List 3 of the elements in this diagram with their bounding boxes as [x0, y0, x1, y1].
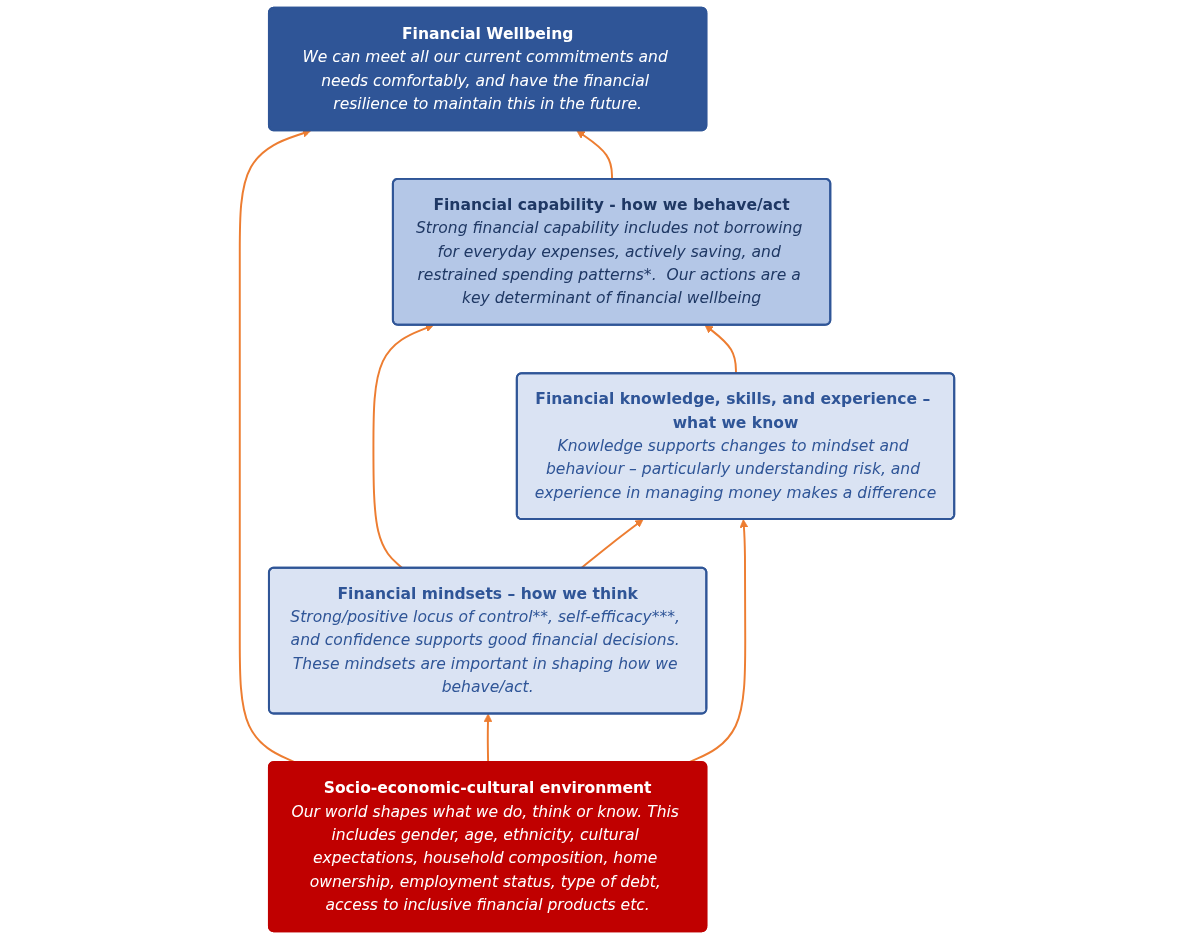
arrow: [483, 713, 493, 764]
arrow: [704, 324, 737, 375]
arrow: [238, 129, 312, 764]
